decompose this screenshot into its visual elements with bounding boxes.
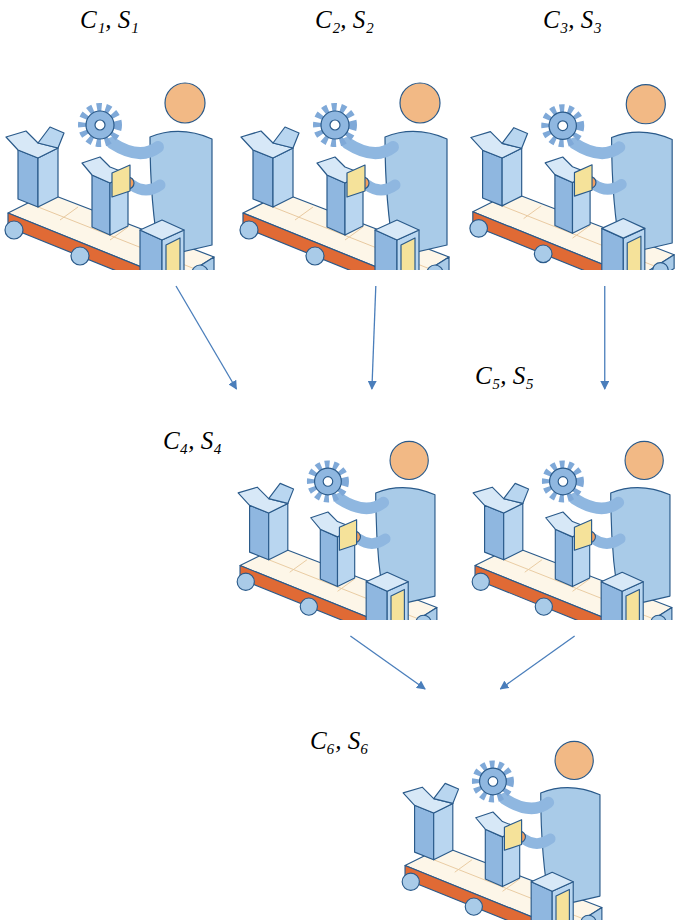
flow-arrow [500, 636, 574, 689]
station-node: C₁, S₁ [0, 45, 220, 270]
station-figure [472, 441, 672, 644]
station-label: C₂, S₂ [313, 6, 376, 34]
station-node: C₅, S₅ [465, 405, 680, 620]
station-figure [5, 83, 214, 295]
flow-arrow [372, 286, 376, 389]
station-node: C₄, S₄ [230, 405, 445, 620]
station-label: C₄, S₄ [161, 427, 224, 455]
station-node: C₃, S₃ [465, 45, 680, 270]
station-node: C₆, S₆ [395, 705, 610, 920]
flow-arrow [604, 286, 605, 389]
station-figure [402, 741, 602, 923]
station-figure [240, 83, 449, 295]
flow-arrow [176, 286, 236, 389]
station-figure [470, 85, 674, 292]
station-label: C₁, S₁ [78, 6, 141, 34]
station-figure [237, 441, 437, 644]
station-label: C₆, S₆ [308, 727, 371, 755]
flow-arrow [350, 636, 425, 689]
station-label: C₅, S₅ [473, 362, 536, 390]
station-label: C₃, S₃ [541, 6, 604, 34]
station-node: C₂, S₂ [235, 45, 455, 270]
